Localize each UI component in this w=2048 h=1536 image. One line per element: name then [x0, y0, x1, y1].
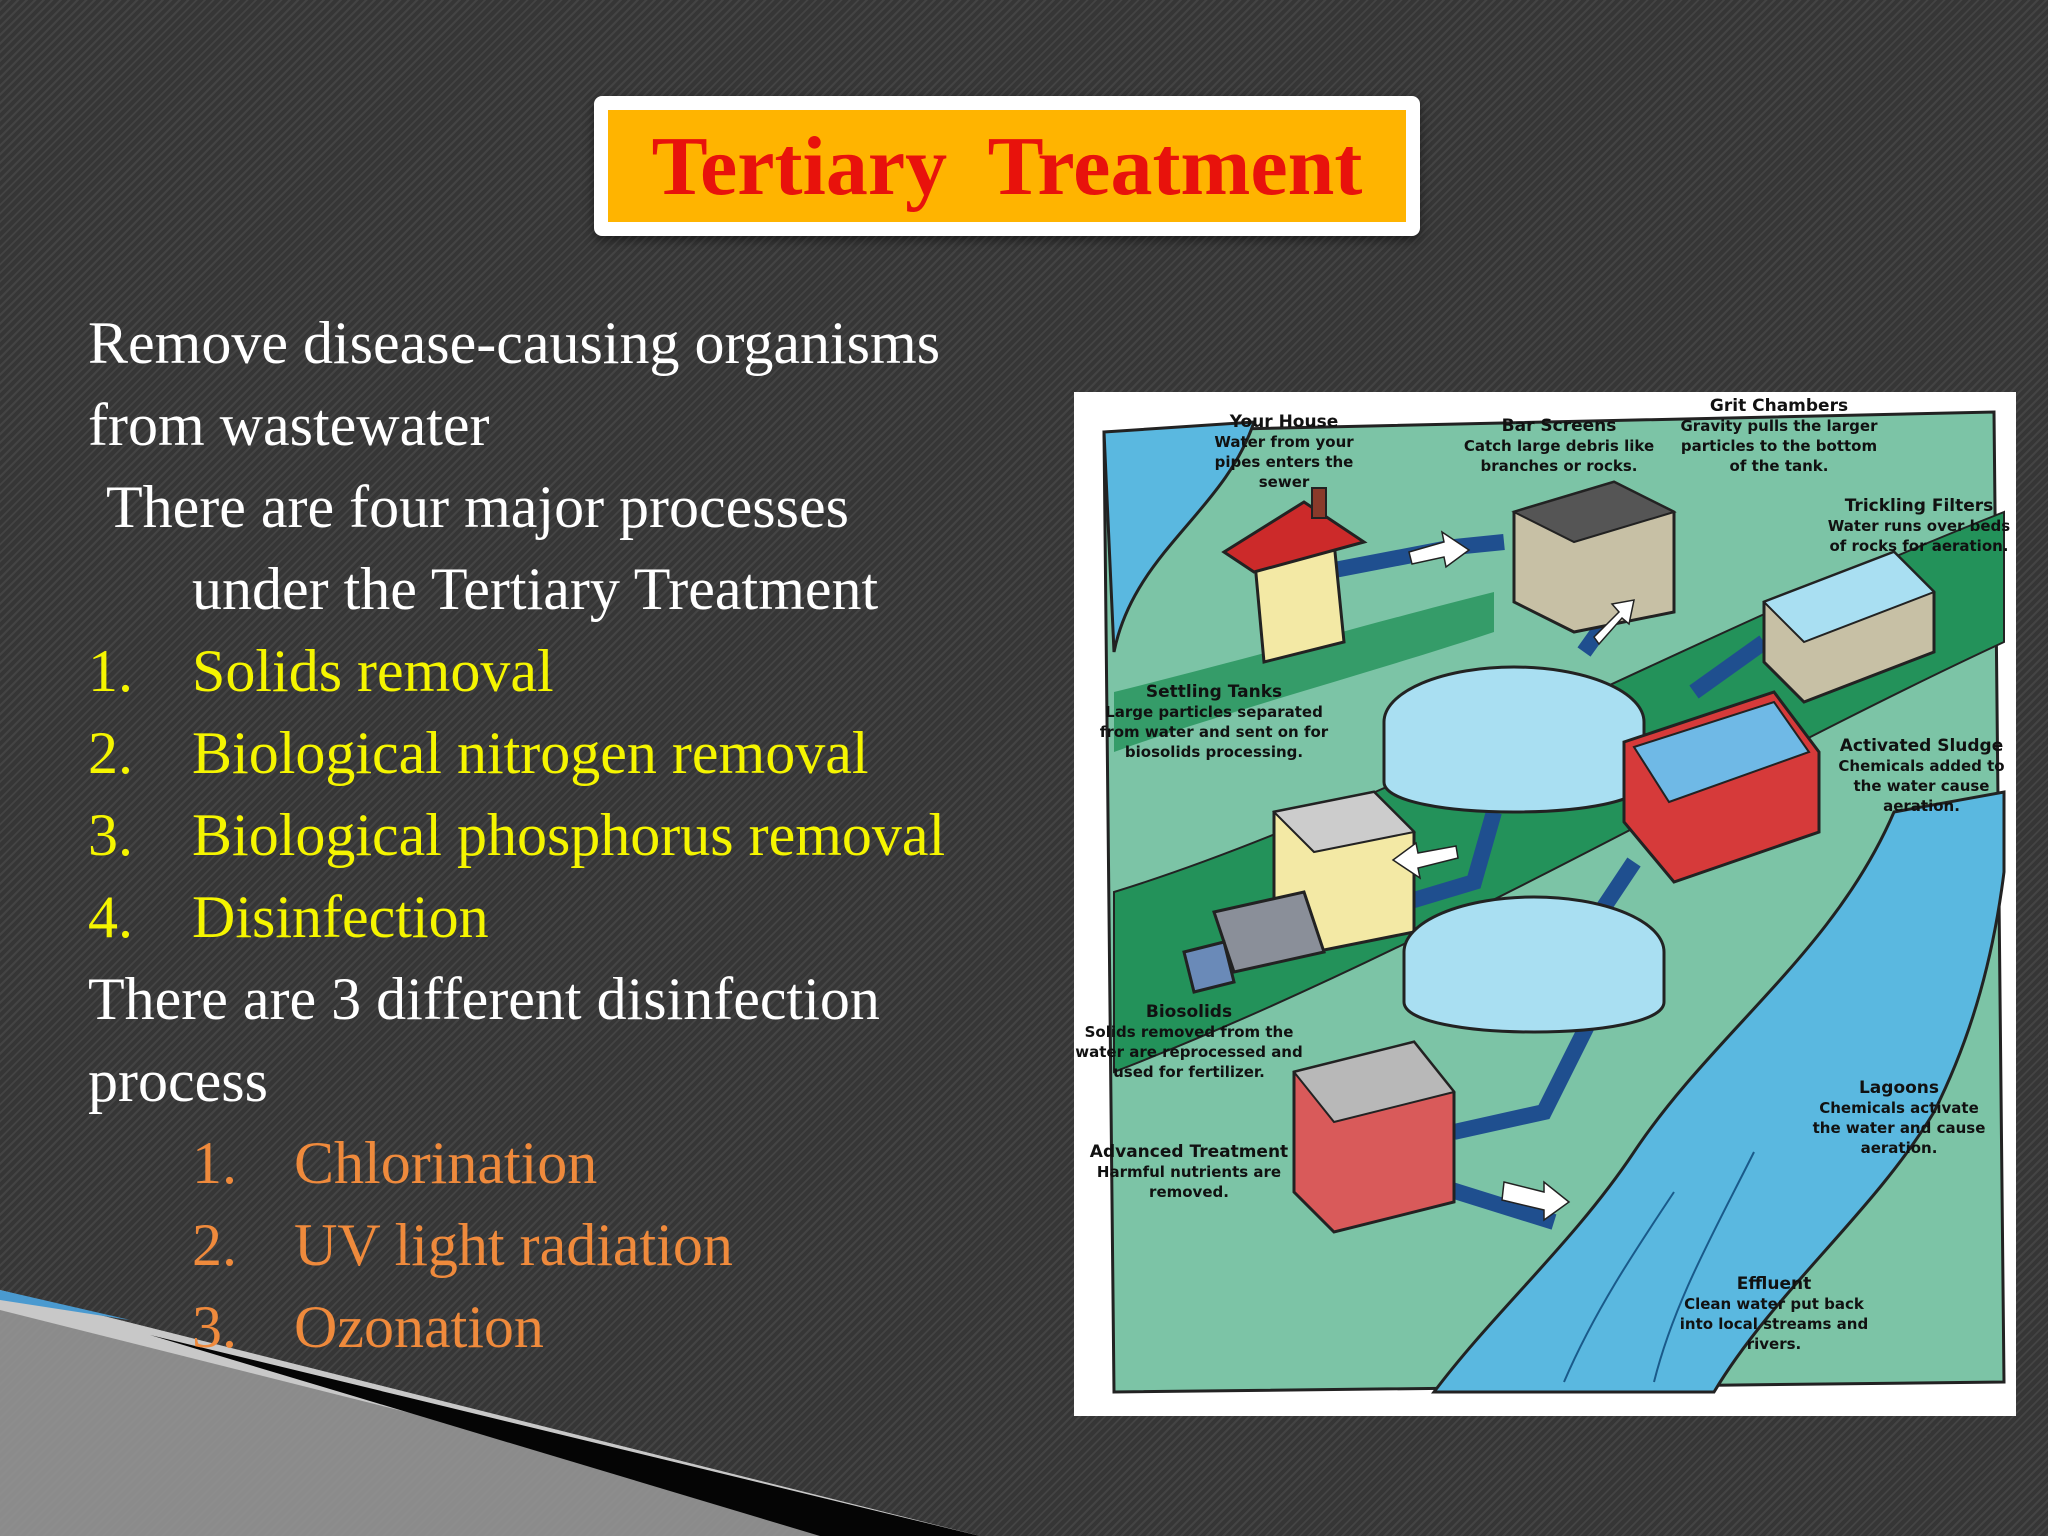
- process-number: 1.: [88, 638, 133, 704]
- label-grit-chambers: Grit Chambers Gravity pulls the larger p…: [1674, 396, 1884, 476]
- label-text: Harmful nutrients are removed.: [1096, 1163, 1282, 1201]
- label-text: Water from your pipes enters the sewer: [1214, 433, 1354, 491]
- treatment-illustration: [1102, 410, 2006, 1394]
- label-title: Your House: [1229, 412, 1339, 432]
- disinfection-item: 2. UV light radiation: [88, 1204, 1078, 1286]
- label-advanced-treatment: Advanced Treatment Harmful nutrients are…: [1074, 1142, 1304, 1202]
- intro-line: under the Tertiary Treatment: [192, 556, 879, 622]
- label-biosolids: Biosolids Solids removed from the water …: [1074, 1002, 1304, 1082]
- label-text: Solids removed from the water are reproc…: [1075, 1023, 1303, 1081]
- label-trickling-filters: Trickling Filters Water runs over beds o…: [1824, 496, 2014, 556]
- disinfection-number: 3.: [192, 1294, 237, 1360]
- process-number: 2.: [88, 720, 133, 786]
- label-text: Chemicals activate the water and cause a…: [1812, 1099, 1986, 1157]
- process-number: 4.: [88, 884, 133, 950]
- label-text: Gravity pulls the larger particles to th…: [1680, 417, 1878, 475]
- label-text: Clean water put back into local streams …: [1679, 1295, 1869, 1353]
- title-banner: Tertiary Treatment: [594, 96, 1420, 236]
- disinfection-item: 1. Chlorination: [88, 1122, 1078, 1204]
- process-item: 1. Solids removal: [88, 630, 1078, 712]
- label-title: Trickling Filters: [1844, 496, 1994, 516]
- disinfection-label: UV light radiation: [294, 1212, 733, 1278]
- label-title: Settling Tanks: [1145, 682, 1283, 702]
- disinfection-label: Ozonation: [294, 1294, 544, 1360]
- label-settling-tanks: Settling Tanks Large particles separated…: [1094, 682, 1334, 762]
- page-title: Tertiary Treatment: [651, 119, 1363, 213]
- intro-line: There are four major processes: [106, 474, 849, 540]
- process-label: Biological phosphorus removal: [192, 802, 946, 868]
- process-label: Biological nitrogen removal: [192, 720, 869, 786]
- label-lagoons: Lagoons Chemicals activate the water and…: [1804, 1078, 1994, 1158]
- process-item: 4. Disinfection: [88, 876, 1078, 958]
- process-label: Solids removal: [192, 638, 554, 704]
- label-text: Chemicals added to the water cause aerat…: [1838, 757, 2005, 815]
- label-title: Activated Sludge: [1839, 736, 2004, 756]
- body-text: Remove disease-causing organisms from wa…: [88, 302, 1078, 1368]
- process-number: 3.: [88, 802, 133, 868]
- label-your-house: Your House Water from your pipes enters …: [1194, 412, 1374, 492]
- disinfection-number: 2.: [192, 1212, 237, 1278]
- label-text: Large particles separated from water and…: [1099, 703, 1329, 761]
- treatment-diagram: Your House Water from your pipes enters …: [1074, 392, 2016, 1416]
- process-label: Disinfection: [192, 884, 489, 950]
- disinfection-label: Chlorination: [294, 1130, 598, 1196]
- disinfection-number: 1.: [192, 1130, 237, 1196]
- intro-line: from wastewater: [88, 392, 490, 458]
- label-title: Bar Screens: [1501, 416, 1617, 436]
- label-text: Water runs over beds of rocks for aerati…: [1827, 517, 2011, 555]
- label-title: Biosolids: [1145, 1002, 1233, 1022]
- label-bar-screens: Bar Screens Catch large debris like bran…: [1454, 416, 1664, 476]
- process-item: 2. Biological nitrogen removal: [88, 712, 1078, 794]
- disinfection-item: 3. Ozonation: [88, 1286, 1078, 1368]
- label-title: Advanced Treatment: [1089, 1142, 1289, 1162]
- process-item: 3. Biological phosphorus removal: [88, 794, 1078, 876]
- label-effluent: Effluent Clean water put back into local…: [1674, 1274, 1874, 1354]
- label-activated-sludge: Activated Sludge Chemicals added to the …: [1829, 736, 2014, 816]
- intro-line: Remove disease-causing organisms: [88, 310, 941, 376]
- label-title: Lagoons: [1858, 1078, 1940, 1098]
- title-inner: Tertiary Treatment: [608, 110, 1406, 222]
- label-title: Effluent: [1736, 1274, 1812, 1294]
- disinfection-line: There are 3 different disinfection: [88, 966, 880, 1032]
- label-text: Catch large debris like branches or rock…: [1463, 437, 1655, 475]
- label-title: Grit Chambers: [1709, 396, 1849, 416]
- disinfection-line: process: [88, 1048, 268, 1114]
